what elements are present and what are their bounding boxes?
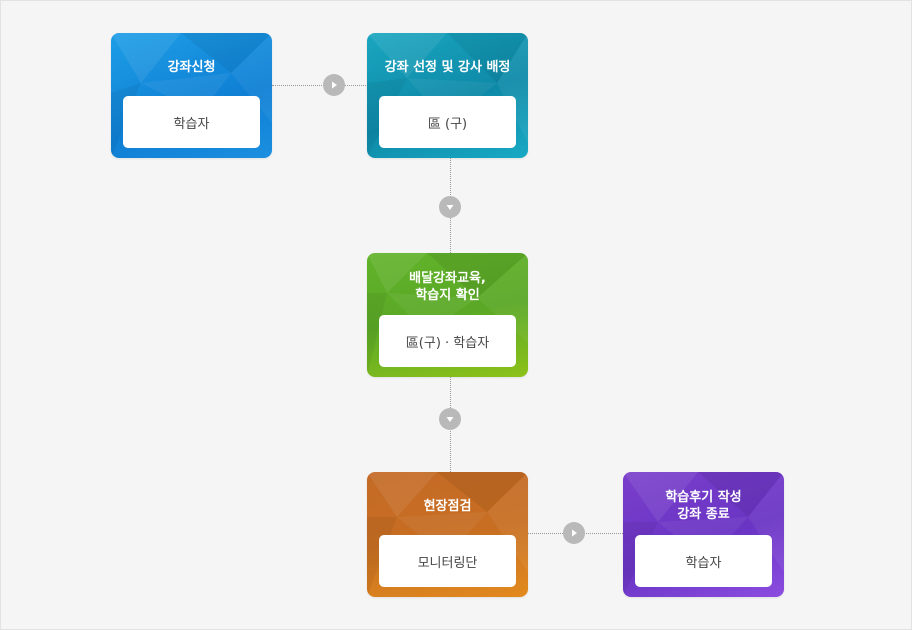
step-role: 區(구) · 학습자 xyxy=(379,315,516,367)
step-title: 강좌신청 xyxy=(167,60,216,75)
chevron-right-icon xyxy=(563,522,585,544)
step-title: 현장점검 xyxy=(423,499,472,514)
step-role: 모니터링단 xyxy=(379,535,516,587)
step-role: 區 (구) xyxy=(379,96,516,148)
chevron-down-icon xyxy=(439,408,461,430)
step-card-apply: 강좌신청 학습자 xyxy=(111,33,272,158)
step-card-select: 강좌 선정 및 강사 배정 區 (구) xyxy=(367,33,528,158)
step-card-review: 학습후기 작성 강좌 종료 학습자 xyxy=(623,472,784,597)
connector-line xyxy=(272,85,368,86)
step-role: 학습자 xyxy=(123,96,260,148)
step-card-education: 배달강좌교육, 학습지 확인 區(구) · 학습자 xyxy=(367,253,528,377)
chevron-right-icon xyxy=(323,74,345,96)
step-card-inspection: 현장점검 모니터링단 xyxy=(367,472,528,597)
step-role: 학습자 xyxy=(635,535,772,587)
step-title: 강좌 선정 및 강사 배정 xyxy=(384,60,511,75)
step-title: 배달강좌교육, 학습지 확인 xyxy=(409,271,486,303)
step-title: 학습후기 작성 강좌 종료 xyxy=(665,490,742,522)
chevron-down-icon xyxy=(439,196,461,218)
